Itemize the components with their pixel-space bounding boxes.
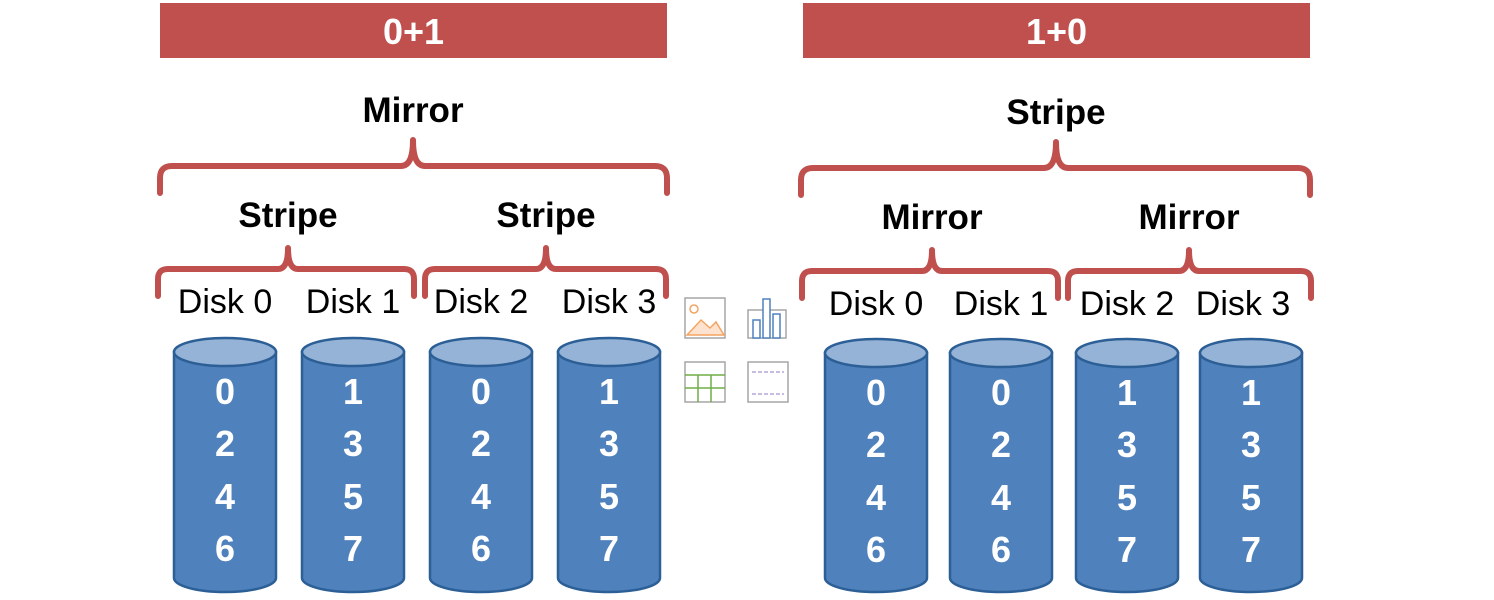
top-group-brace [798, 139, 1313, 198]
disk-block: 1 [343, 371, 363, 412]
disk-cylinder-body [948, 351, 1054, 594]
disk-cylinder-top [823, 337, 929, 369]
panel-raid-0-plus-1: 0+1 Mirror Stripe Stripe Disk 0 0 2 4 6 … [155, 3, 670, 594]
header-label: 1+0 [1026, 11, 1087, 52]
header-label: 0+1 [383, 11, 444, 52]
disk-block: 2 [866, 424, 886, 465]
disk-block: 2 [215, 423, 235, 464]
sub-group-label-left: Mirror [881, 198, 983, 237]
disk-3: Disk 3 1 3 5 7 [556, 283, 662, 594]
disk-3: Disk 3 1 3 5 7 [1196, 285, 1304, 594]
disk-block: 7 [1117, 529, 1137, 570]
disk-block: 4 [866, 477, 886, 518]
disk-label: Disk 1 [954, 285, 1048, 323]
disk-cylinder-top [428, 336, 534, 368]
disk-cylinder-top [556, 336, 662, 368]
disk-block: 1 [1241, 372, 1261, 413]
disk-block: 5 [1117, 477, 1137, 518]
disk-label: Disk 2 [434, 283, 528, 321]
top-group-label: Stripe [1006, 93, 1105, 132]
picture-icon[interactable] [684, 297, 726, 339]
disk-cylinder-body [1198, 351, 1304, 594]
sub-group-brace-left [155, 245, 417, 299]
disk-label: Disk 0 [829, 285, 923, 323]
disk-0: Disk 0 0 2 4 6 [823, 285, 929, 594]
disk-cylinder-top [172, 336, 278, 368]
disk-label: Disk 3 [1196, 285, 1290, 323]
disk-block: 4 [471, 476, 491, 517]
disk-label: Disk 1 [306, 283, 400, 321]
disk-block: 6 [866, 529, 886, 570]
disk-cylinder-top [1074, 337, 1180, 369]
sub-group-label-left: Stripe [238, 196, 337, 235]
disk-1: Disk 1 1 3 5 7 [300, 283, 406, 594]
top-group-label: Mirror [362, 91, 464, 130]
disk-block: 6 [991, 529, 1011, 570]
disk-cylinder-body [172, 350, 278, 594]
header-banner [160, 3, 667, 58]
disk-block: 0 [471, 371, 491, 412]
disk-block: 0 [215, 371, 235, 412]
disk-cylinder-body [300, 350, 406, 594]
disk-block: 7 [599, 528, 619, 569]
content-icon[interactable] [747, 361, 789, 403]
disk-block: 7 [343, 528, 363, 569]
disk-block: 2 [471, 423, 491, 464]
disk-2: Disk 2 1 3 5 7 [1074, 285, 1180, 594]
disk-block: 2 [991, 424, 1011, 465]
disk-label: Disk 3 [562, 283, 656, 321]
disk-block: 5 [343, 476, 363, 517]
disk-label: Disk 2 [1080, 285, 1174, 323]
disk-cylinder-top [300, 336, 406, 368]
disk-block: 0 [991, 372, 1011, 413]
disk-block: 4 [991, 477, 1011, 518]
chart-icon[interactable] [747, 298, 787, 339]
sub-group-label-right: Mirror [1138, 198, 1240, 237]
header-banner [803, 3, 1310, 58]
content-placeholder-icons [684, 297, 789, 403]
table-icon[interactable] [684, 361, 726, 403]
disk-cylinder-body [556, 350, 662, 594]
disk-block: 5 [1241, 477, 1261, 518]
sub-group-label-right: Stripe [496, 196, 595, 235]
panel-raid-1-plus-0: 1+0 Stripe Mirror Mirror Disk 0 0 2 4 6 … [798, 3, 1314, 594]
disk-block: 6 [471, 528, 491, 569]
disk-0: Disk 0 0 2 4 6 [172, 283, 278, 594]
sub-group-brace-left [799, 247, 1061, 301]
disk-block: 3 [1117, 424, 1137, 465]
disk-label: Disk 0 [178, 283, 272, 321]
disk-cylinder-top [1198, 337, 1304, 369]
disk-block: 4 [215, 476, 235, 517]
disk-cylinder-body [823, 351, 929, 594]
disk-block: 3 [1241, 424, 1261, 465]
disk-2: Disk 2 0 2 4 6 [428, 283, 534, 594]
disk-cylinder-body [1074, 351, 1180, 594]
disk-block: 5 [599, 476, 619, 517]
disk-block: 7 [1241, 529, 1261, 570]
disk-block: 1 [1117, 372, 1137, 413]
disk-cylinder-top [948, 337, 1054, 369]
sub-group-brace-right [422, 245, 669, 299]
disk-block: 6 [215, 528, 235, 569]
disk-1: Disk 1 0 2 4 6 [948, 285, 1054, 594]
disk-block: 3 [599, 423, 619, 464]
disk-block: 1 [599, 371, 619, 412]
sub-group-brace-right [1065, 247, 1314, 301]
disk-block: 0 [866, 372, 886, 413]
disk-block: 3 [343, 423, 363, 464]
top-group-brace [157, 137, 670, 196]
disk-cylinder-body [428, 350, 534, 594]
